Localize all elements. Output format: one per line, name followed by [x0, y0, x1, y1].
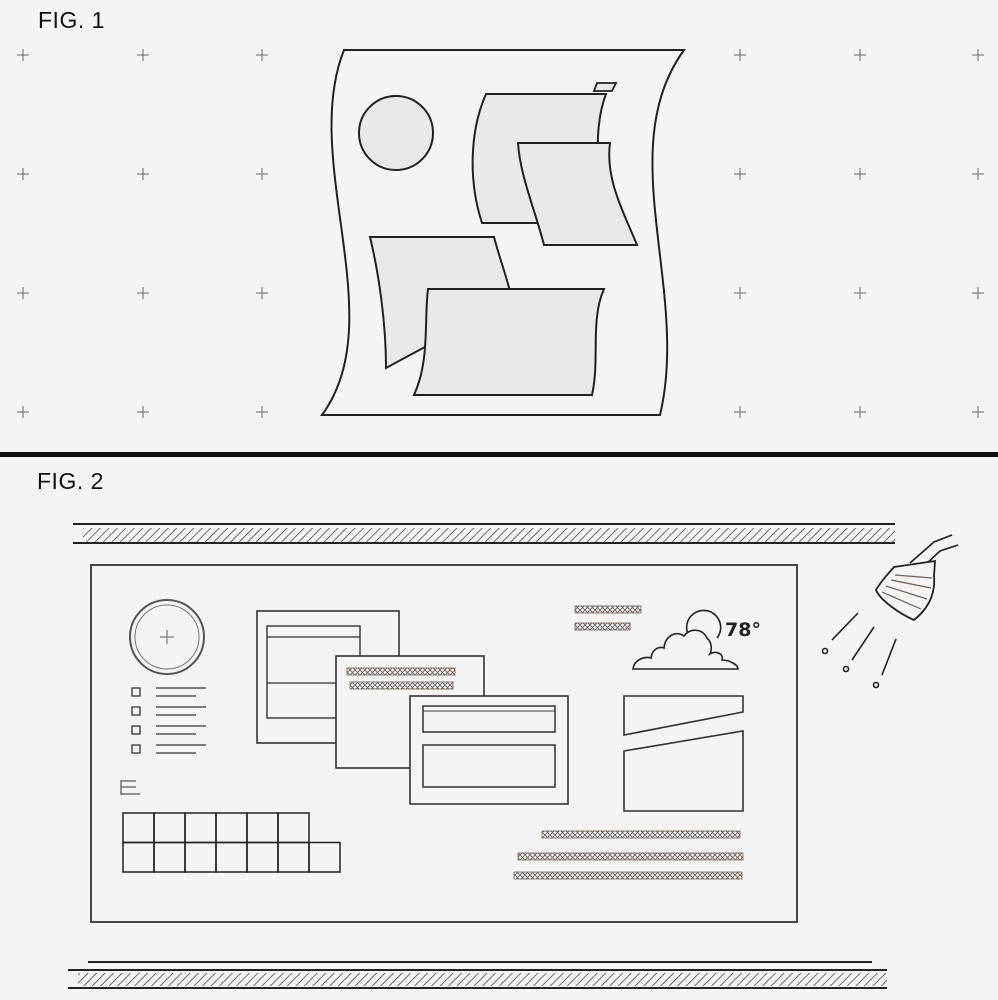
- fig2-text-lines: [513, 830, 744, 880]
- grid-cross-mark: [137, 168, 149, 180]
- figure-divider: [0, 452, 998, 457]
- grid-cross-mark: [972, 287, 984, 299]
- fig2-weather-widget: 78°: [632, 609, 761, 670]
- fig1-circle-widget: [358, 95, 434, 171]
- grid-cross-mark: [17, 49, 29, 61]
- fig2-menu-icon: [120, 780, 140, 795]
- projector-light-rays: [821, 612, 897, 689]
- grid-cross-mark: [17, 168, 29, 180]
- fig1-panel-top-front: [516, 142, 639, 246]
- fig2-slanted-panels: [623, 695, 744, 812]
- grid-cross-mark: [734, 287, 746, 299]
- grid-cross-mark: [734, 406, 746, 418]
- grid-cross-mark: [972, 168, 984, 180]
- fig2-weather-header-lines: [574, 605, 642, 631]
- grid-cross-mark: [137, 406, 149, 418]
- weather-temperature: 78°: [725, 619, 761, 641]
- projector-body: [875, 559, 936, 622]
- grid-cross-mark: [256, 287, 268, 299]
- fig2-window-stack: [256, 610, 569, 805]
- fig2-clock-widget: [129, 599, 205, 675]
- fig2-slanted-panel-bottom: [623, 730, 744, 812]
- grid-cross-mark: [256, 406, 268, 418]
- grid-cross-mark: [137, 49, 149, 61]
- grid-cross-mark: [854, 168, 866, 180]
- grid-cross-mark: [854, 49, 866, 61]
- fig2-checklist: [131, 687, 206, 754]
- grid-cross-mark: [734, 168, 746, 180]
- cloud-icon: [632, 629, 739, 670]
- grid-cross-mark: [972, 406, 984, 418]
- calendar-cell: [308, 841, 341, 873]
- grid-cross-mark: [972, 49, 984, 61]
- fig2-window-front: [409, 695, 569, 805]
- grid-cross-mark: [256, 49, 268, 61]
- grid-cross-mark: [137, 287, 149, 299]
- grid-cross-mark: [854, 287, 866, 299]
- fig1-grid-crosses: [17, 49, 984, 418]
- fig2-label: FIG. 2: [37, 468, 104, 494]
- grid-cross-mark: [734, 49, 746, 61]
- fig1-panel-top-small-tab: [592, 82, 618, 92]
- sun-icon: [685, 609, 722, 639]
- grid-cross-mark: [17, 406, 29, 418]
- grid-cross-mark: [17, 287, 29, 299]
- fig2-bottom-rail: [68, 961, 887, 989]
- fig1-curved-screen: [320, 49, 686, 416]
- fig1-label: FIG. 1: [38, 7, 105, 33]
- fig2-slanted-panel-top: [623, 695, 744, 736]
- grid-cross-mark: [256, 168, 268, 180]
- grid-cross-mark: [854, 406, 866, 418]
- fig2-top-rail: [73, 523, 895, 544]
- fig1-panel-bottom-front: [412, 288, 606, 396]
- fig2-calendar-grid: [122, 812, 341, 873]
- projector-lens-bands: [881, 574, 933, 610]
- fig2-projector: [821, 534, 959, 689]
